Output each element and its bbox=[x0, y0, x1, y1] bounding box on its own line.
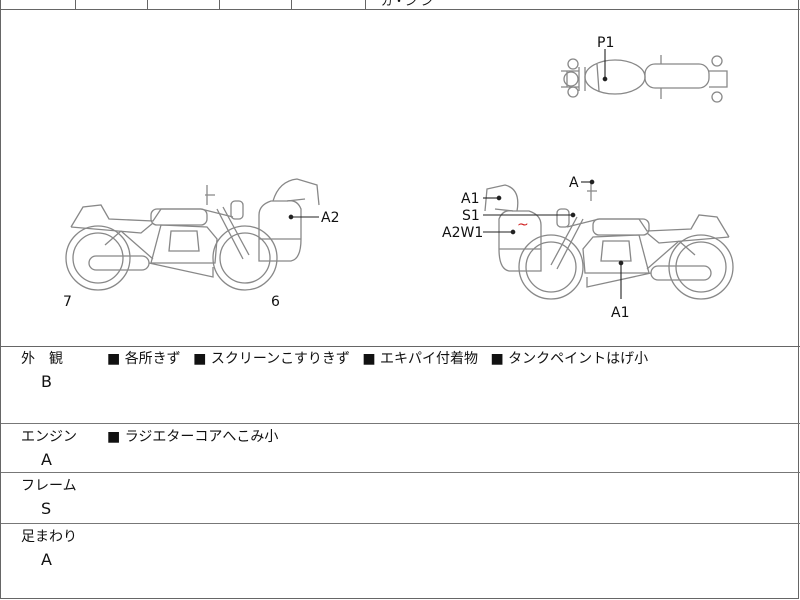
marker-left-7: 7 bbox=[63, 294, 72, 310]
left-side-bike bbox=[65, 178, 320, 291]
marker-right-a: A bbox=[569, 175, 579, 191]
marker-right-s1: S1 bbox=[462, 208, 480, 224]
row-engine-grade: A bbox=[41, 450, 52, 469]
note-item: スクリーンこすりきず bbox=[193, 351, 350, 367]
row-suspension-grade: A bbox=[41, 550, 52, 569]
row-frame: フレーム S bbox=[1, 473, 800, 524]
top-view-bike bbox=[561, 55, 728, 103]
row-frame-grade: S bbox=[41, 499, 52, 518]
row-exterior-name: 外 観 bbox=[21, 351, 63, 367]
right-side-bike bbox=[484, 183, 734, 300]
note-item: ラジエターコアへこみ小 bbox=[107, 429, 278, 445]
header-cell bbox=[291, 0, 366, 9]
marker-right-a1-engine: A1 bbox=[611, 305, 629, 321]
damage-diagram: P1 A2 7 6 A A1 S1 A2W1 A1 ~ bbox=[1, 9, 800, 347]
row-engine-notes: ラジエターコアへこみ小 bbox=[107, 426, 286, 446]
motorcycle-diagram: P1 A2 7 6 A A1 S1 A2W1 A1 ~ bbox=[63, 35, 734, 321]
note-item: 各所きず bbox=[107, 351, 181, 367]
header-cut-text: ガ・ン ン bbox=[381, 0, 433, 8]
header-strip: ガ・ン ン bbox=[1, 0, 800, 10]
marker-left-a2: A2 bbox=[321, 210, 339, 226]
row-suspension: 足まわり A bbox=[1, 524, 800, 599]
marker-right-a2w1: A2W1 bbox=[442, 225, 483, 241]
header-cell bbox=[1, 0, 76, 9]
marker-top-p1: P1 bbox=[597, 35, 614, 51]
row-exterior-notes: 各所きず スクリーンこすりきず エキパイ付着物 タンクペイントはげ小 bbox=[107, 348, 656, 368]
row-frame-name: フレーム bbox=[21, 478, 77, 494]
header-cell bbox=[147, 0, 220, 9]
row-suspension-name: 足まわり bbox=[21, 529, 77, 545]
header-cell bbox=[219, 0, 292, 9]
row-engine-name: エンジン bbox=[21, 429, 77, 445]
row-engine: エンジン A ラジエターコアへこみ小 bbox=[1, 424, 800, 473]
row-exterior: 外 観 B 各所きず スクリーンこすりきず エキパイ付着物 タンクペイントはげ小 bbox=[1, 346, 800, 424]
note-item: エキパイ付着物 bbox=[362, 351, 478, 367]
marker-tilde: ~ bbox=[517, 217, 529, 233]
note-item: タンクペイントはげ小 bbox=[490, 351, 648, 367]
header-cell bbox=[365, 0, 375, 9]
marker-right-a1-screen: A1 bbox=[461, 191, 479, 207]
marker-left-6: 6 bbox=[271, 294, 280, 310]
row-exterior-grade: B bbox=[41, 372, 52, 391]
header-cell bbox=[75, 0, 148, 9]
